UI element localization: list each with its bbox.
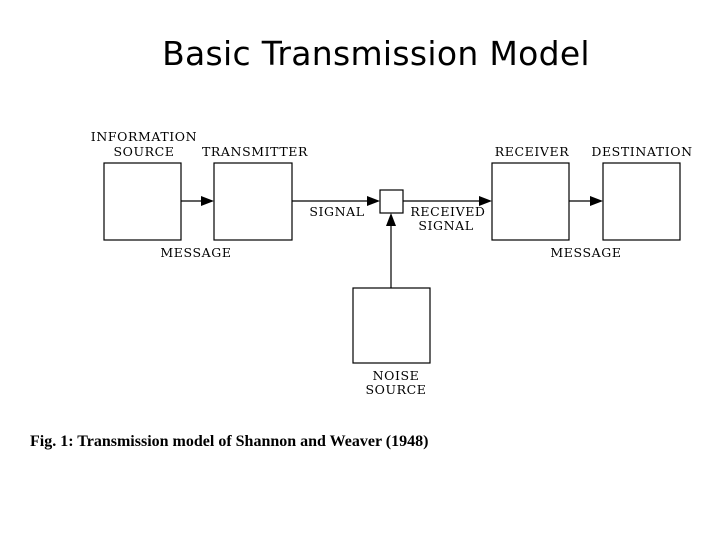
noise-source-label-1: NOISE	[373, 368, 420, 383]
noise-source-label-2: SOURCE	[365, 382, 426, 397]
message-in-label: MESSAGE	[550, 245, 621, 260]
received-signal-label-1: RECEIVED	[410, 204, 485, 219]
transmitter-box	[213, 162, 293, 241]
info-source-label-1: INFORMATION	[91, 129, 197, 144]
transmitter-label: TRANSMITTER	[202, 144, 308, 159]
receiver-box	[491, 162, 570, 241]
arrowhead-transmitter	[201, 196, 214, 206]
message-out-label: MESSAGE	[160, 245, 231, 260]
info-source-label-2: SOURCE	[113, 144, 174, 159]
arrowhead-mixer	[367, 196, 380, 206]
noise-source-box	[352, 287, 431, 364]
figure-caption: Fig. 1: Transmission model of Shannon an…	[30, 433, 429, 450]
receiver-label: RECEIVER	[495, 144, 570, 159]
info-source-box	[103, 162, 182, 241]
destination-label: DESTINATION	[591, 144, 692, 159]
arrowhead-noise	[386, 213, 396, 226]
arrowhead-destination	[590, 196, 603, 206]
mixer-box	[379, 189, 404, 214]
arrowhead-receiver	[479, 196, 492, 206]
received-signal-label-2: SIGNAL	[418, 218, 473, 233]
destination-box	[602, 162, 681, 241]
signal-label: SIGNAL	[309, 204, 364, 219]
slide-title: Basic Transmission Model	[162, 34, 590, 73]
